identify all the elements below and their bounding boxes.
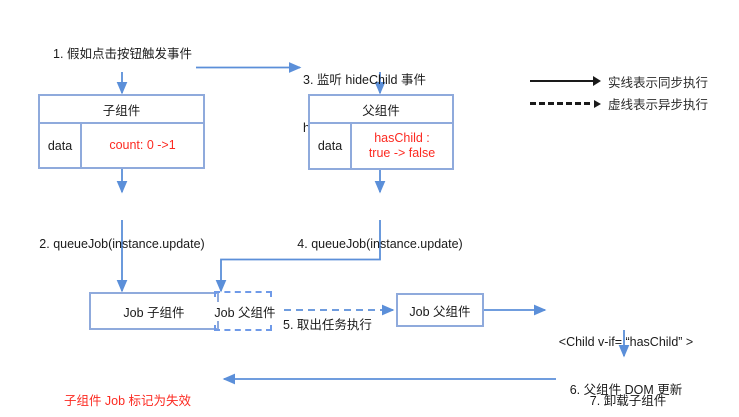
step6-text: <Child v-if= “hasChild” > 6. 父组件 DOM 更新: [528, 302, 724, 417]
step2-label: 2. queueJob(instance.update): [39, 237, 205, 251]
legend-solid-label: 实线表示同步执行: [608, 75, 709, 90]
job-parent-queued-label: Job 父组件: [208, 301, 282, 321]
job-child-box: Job 子组件: [89, 292, 219, 330]
legend-row-dashed: 虚线表示异步执行: [530, 94, 708, 112]
legend-row-solid: 实线表示同步执行: [530, 72, 708, 90]
step5-text: 5. 取出任务执行: [283, 285, 423, 365]
legend-dashed-label: 虚线表示异步执行: [608, 97, 709, 112]
job-invalidated-line1: 子组件 Job 标记为失效: [63, 394, 192, 408]
step1-line1: 1. 假如点击按钮触发事件: [53, 47, 192, 61]
step6-line2: 6. 父组件 DOM 更新: [569, 383, 683, 397]
step2-text: 2. queueJob(instance.update): [12, 204, 232, 284]
step7-text: 7. 卸载子组件 失效子组件的Job: [548, 361, 708, 417]
parent-component-data-label: data: [310, 124, 352, 168]
parent-component-title: 父组件: [310, 96, 452, 124]
job-parent-queued-box: Job 父组件: [208, 291, 282, 331]
job-parent-executing-label: Job 父组件: [409, 304, 471, 319]
legend: 实线表示同步执行 虚线表示异步执行: [530, 72, 735, 114]
child-component-box: 子组件 data count: 0 ->1: [38, 94, 205, 169]
job-invalidated-note: 子组件 Job 标记为失效 Job.active = false: [40, 361, 215, 417]
dashed-arrow-icon: [530, 99, 601, 108]
parent-component-box: 父组件 data hasChild : true -> false: [308, 94, 454, 170]
step3-line1: 3. 监听 hideChild 事件: [303, 73, 426, 87]
step4-text: 4. queueJob(instance.update): [270, 204, 490, 284]
step4-label: 4. queueJob(instance.update): [297, 237, 463, 251]
parent-component-haschild-value: hasChild : true -> false: [368, 131, 436, 160]
child-component-data-label: data: [40, 124, 82, 167]
step7-line1: 7. 卸载子组件: [589, 394, 667, 408]
job-parent-executing-box: Job 父组件: [396, 293, 484, 327]
job-child-label: Job 子组件: [123, 305, 185, 320]
step6-line1: <Child v-if= “hasChild” >: [558, 335, 694, 349]
step5-label: 5. 取出任务执行: [283, 318, 372, 332]
child-component-count-value: count: 0 ->1: [109, 138, 176, 152]
solid-arrow-icon: [530, 76, 601, 86]
child-component-title: 子组件: [40, 96, 203, 124]
